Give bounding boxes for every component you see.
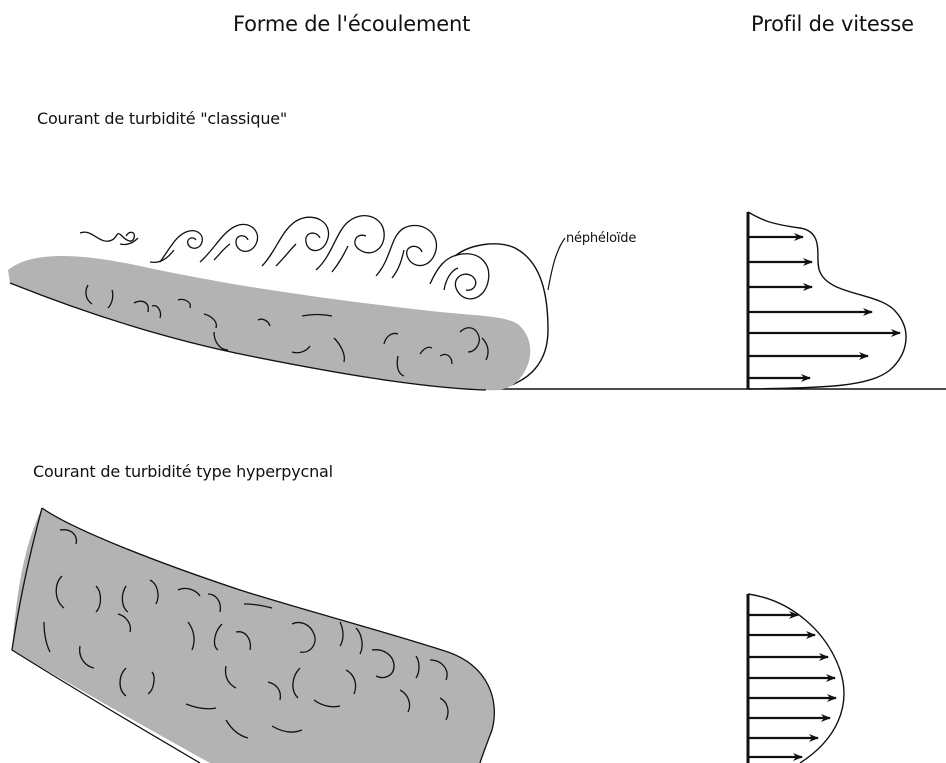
nepheloid-leader bbox=[548, 238, 565, 290]
velocity-profile-classic bbox=[748, 212, 906, 389]
velocity-profile-hyperpycnal bbox=[748, 594, 844, 763]
hyperpycnal-body bbox=[12, 508, 494, 763]
velocity-envelope-classic bbox=[748, 212, 906, 389]
